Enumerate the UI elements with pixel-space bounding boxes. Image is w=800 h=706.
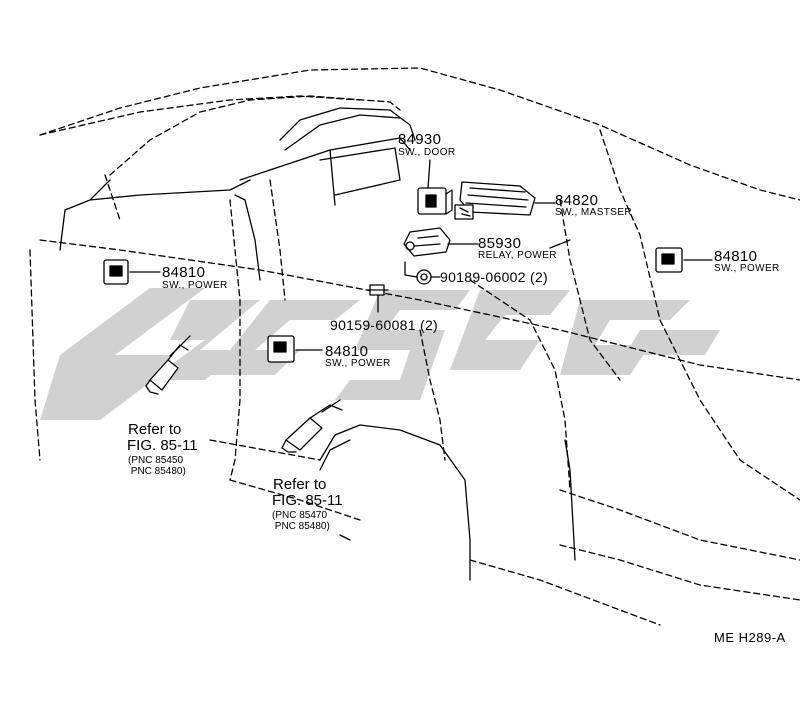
door-lock-actuator-center [281,399,343,453]
part-number-84810-right: 84810 [714,248,758,265]
door-lock-actuator-left [145,335,191,395]
part-name-power-relay: RELAY, POWER [478,250,557,261]
part-number-85930: 85930 [478,235,522,252]
part-number-90189-06002: 90189-06002 (2) [440,269,549,285]
reference-fig-center: FIG. 85-11 [272,492,343,509]
diagram-code: ME H289-A [714,630,786,645]
part-number-84810-center: 84810 [325,343,369,360]
pnc-item: PNC 85470 [275,510,328,521]
watermark-logo [40,288,720,420]
part-name-door-switch: SW., DOOR [398,147,456,158]
pnc-item: PNC 85480 [274,521,327,532]
part-number-84820: 84820 [555,192,599,209]
reference-pnc-left: (PNC 85450 PNC 85480) [128,455,186,477]
power-relay-part [403,227,451,257]
pnc-item: PNC 85480 [130,466,183,477]
part-number-84810-left: 84810 [162,264,206,281]
bolt-part [366,284,389,296]
nut-part [416,269,432,285]
door-switch-part [417,187,453,215]
reference-pnc-center: (PNC 85470 PNC 85480) [272,510,330,532]
part-number-90159-60081: 90159-60081 (2) [330,317,439,333]
part-number-84930: 84930 [398,131,442,148]
part-name-power-switch-left: SW., POWER [162,280,228,291]
pnc-item: PNC 85450 [131,455,184,466]
part-name-power-switch-center: SW., POWER [325,358,391,369]
power-switch-part-left [103,259,129,285]
master-switch-part [454,181,536,220]
reference-line1-center: Refer to [273,476,327,493]
part-name-power-switch-right: SW., POWER [714,263,780,274]
power-switch-part-right [655,247,683,273]
reference-line1-left: Refer to [128,421,182,438]
part-name-master-switch: SW., MASTSER [555,207,633,218]
power-switch-part-center [267,335,295,363]
reference-fig-left: FIG. 85-11 [127,437,198,454]
